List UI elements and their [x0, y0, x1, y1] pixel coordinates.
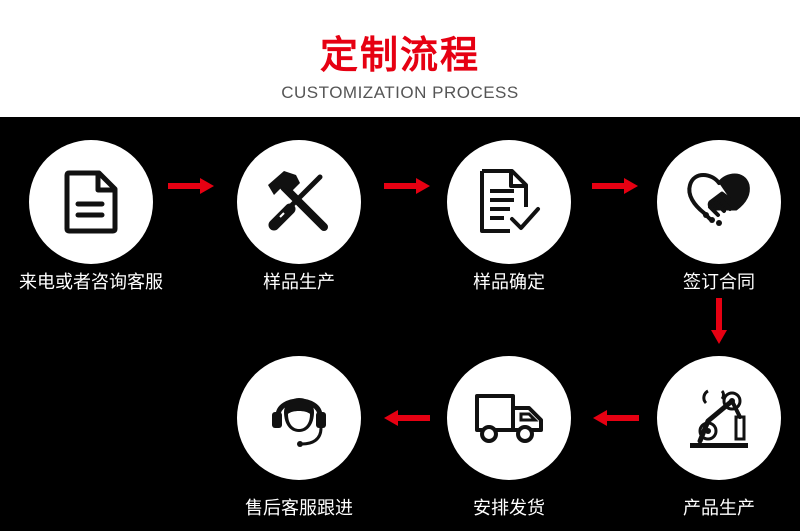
handshake-heart-icon	[687, 173, 750, 226]
step-4-circle	[657, 140, 781, 264]
arrow-left-icon	[593, 410, 639, 426]
header: 定制流程 CUSTOMIZATION PROCESS	[0, 0, 800, 117]
headset-icon	[272, 398, 326, 447]
step-7-circle	[237, 356, 361, 480]
step-3-label: 样品确定	[473, 272, 545, 293]
step-5-label: 产品生产	[683, 498, 755, 519]
delivery-truck-icon	[475, 394, 543, 443]
arrow-right-icon	[384, 178, 430, 194]
page-title: 定制流程	[319, 33, 480, 77]
step-3-circle	[447, 140, 571, 264]
step-2-circle	[237, 140, 361, 264]
step-4-label: 签订合同	[683, 272, 755, 293]
arrow-right-icon	[592, 178, 638, 194]
hammer-screwdriver-icon	[268, 171, 328, 231]
arrow-right-icon	[168, 178, 214, 194]
checklist-icon	[480, 169, 540, 233]
step-1-label: 来电或者咨询客服	[19, 272, 163, 293]
document-icon	[64, 170, 118, 234]
robot-arm-icon	[690, 389, 748, 448]
arrow-down-icon	[711, 298, 727, 344]
step-1-circle	[29, 140, 153, 264]
page-subtitle: CUSTOMIZATION PROCESS	[281, 83, 519, 102]
step-5-circle	[657, 356, 781, 480]
step-2-label: 样品生产	[263, 272, 335, 293]
step-7-label: 售后客服跟进	[245, 498, 353, 519]
arrow-left-icon	[384, 410, 430, 426]
step-6-label: 安排发货	[473, 498, 545, 519]
step-6-circle	[447, 356, 571, 480]
